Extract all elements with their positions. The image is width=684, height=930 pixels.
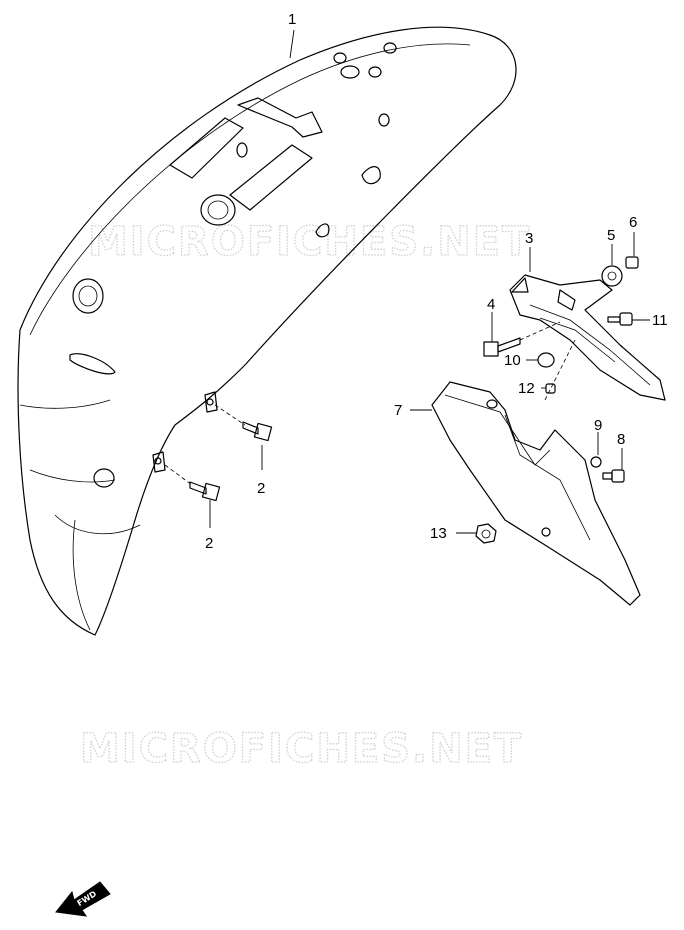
callout-2-lower: 2	[205, 535, 213, 552]
bolt-2-upper	[242, 421, 273, 442]
callout-10: 10	[504, 352, 521, 369]
bolt-4	[483, 337, 521, 357]
nut-12	[545, 383, 556, 394]
callout-2-upper: 2	[257, 480, 265, 497]
screw-11	[607, 312, 633, 326]
callout-9: 9	[594, 417, 602, 434]
callout-3: 3	[525, 230, 533, 247]
bolt-4-axis	[519, 321, 561, 341]
watermark-top: MICROFICHES.NET	[88, 219, 531, 265]
callout-6: 6	[629, 214, 637, 231]
nut-10	[537, 352, 555, 368]
callout-8: 8	[617, 431, 625, 448]
rear-fender	[17, 26, 517, 636]
callout-7: 7	[394, 402, 402, 419]
bolt-2-upper-axis	[214, 404, 246, 426]
grommet-5	[601, 265, 623, 287]
callout-13: 13	[430, 525, 447, 542]
mudguard-7	[431, 381, 641, 606]
license-plate-bracket	[509, 274, 666, 401]
nut-13	[475, 523, 497, 544]
bolt-2-lower-axis	[164, 464, 193, 486]
callout-11: 11	[652, 312, 668, 329]
washer-9	[590, 456, 602, 468]
watermark-bottom: MICROFICHES.NET	[80, 726, 523, 772]
callout-12: 12	[518, 380, 535, 397]
bracket-axis	[544, 339, 576, 401]
bolt-2-lower	[189, 481, 221, 502]
callout-5: 5	[607, 227, 615, 244]
callout-1: 1	[288, 11, 296, 28]
forward-direction-arrow-icon: FWD	[55, 881, 111, 917]
leader-1	[289, 29, 295, 59]
collar-6	[625, 256, 639, 269]
callout-4: 4	[487, 296, 495, 313]
screw-8	[602, 469, 625, 483]
